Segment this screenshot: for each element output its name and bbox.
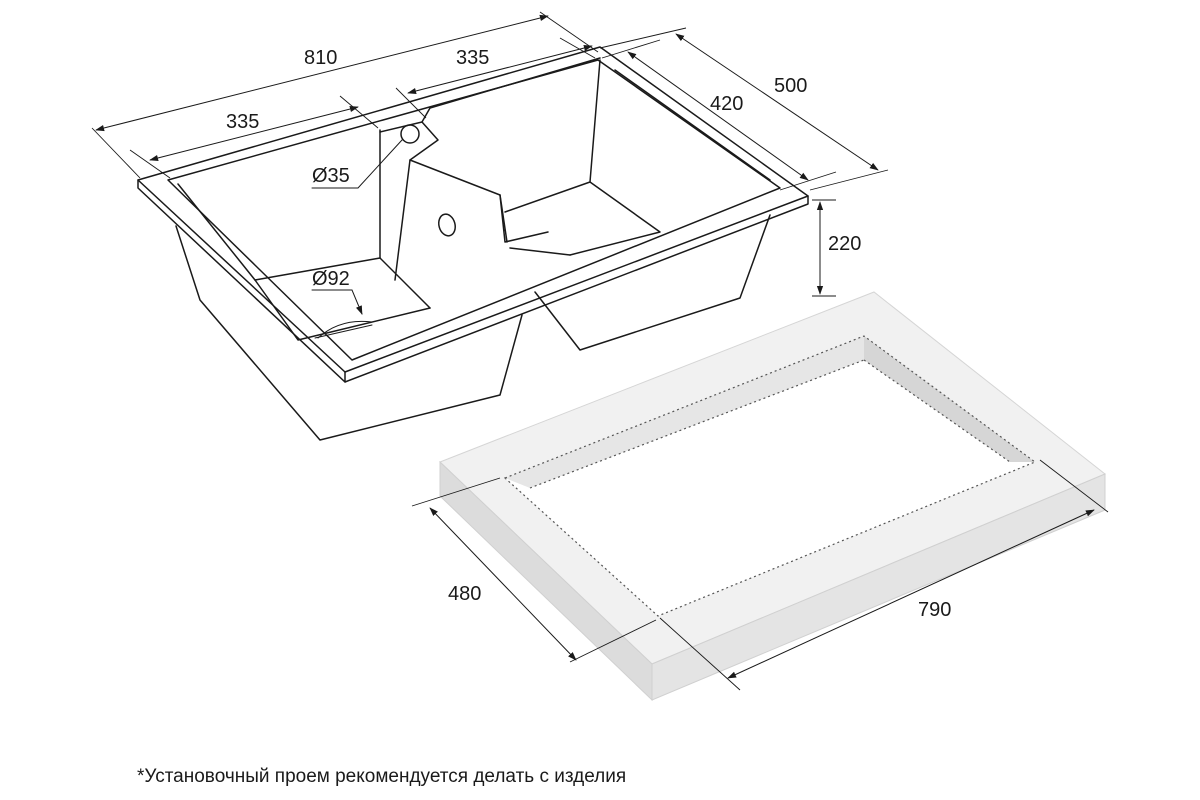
dim-depth-total: 500 <box>774 75 807 97</box>
dim-cutout-width: 790 <box>918 599 951 621</box>
dim-bowl-depth: 420 <box>710 93 743 115</box>
dim-drain-hole: Ø92 <box>312 268 350 290</box>
dim-right-bowl-width: 335 <box>456 47 489 69</box>
dim-height: 220 <box>828 233 861 255</box>
dim-tap-hole: Ø35 <box>312 165 350 187</box>
countertop-cutout <box>439 291 1106 702</box>
dimension-lines <box>91 11 889 297</box>
installation-footnote: *Установочный проем рекомендуется делать… <box>137 766 627 787</box>
cutout-dimension-lines <box>411 459 1109 691</box>
dim-left-bowl-width: 335 <box>226 111 259 133</box>
diameter-leaders <box>311 139 403 315</box>
dim-cutout-depth: 480 <box>448 583 481 605</box>
dim-total-width: 810 <box>304 47 337 69</box>
